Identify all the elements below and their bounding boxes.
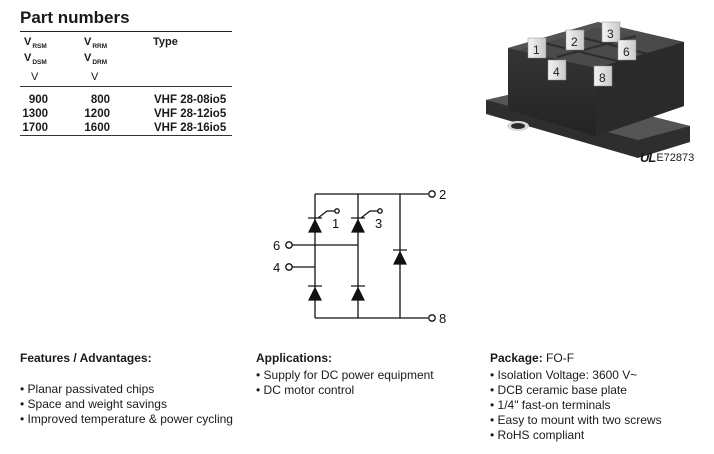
table-row: 1700 1600 VHF 28-16io5	[20, 121, 232, 135]
unit-col2: V	[91, 71, 99, 83]
cell-vrsm: 1300	[22, 108, 48, 120]
package-image: 1 2 3 4 6 8	[486, 21, 690, 158]
features-title: Features / Advantages:	[20, 351, 152, 365]
cell-vrrm: 800	[90, 94, 110, 106]
package-title: Package: FO-F	[490, 351, 575, 365]
cell-vrsm: 1700	[22, 122, 48, 134]
cell-type: VHF 28-12io5	[154, 108, 227, 120]
applications-title: Applications:	[256, 351, 333, 365]
ul-file-number: E72873	[656, 151, 695, 164]
pin-label: 4	[553, 65, 560, 79]
header-vdsm: VDSM	[24, 52, 47, 66]
list-item: • RoHS compliant	[490, 428, 585, 442]
list-item: • Easy to mount with two screws	[490, 413, 662, 427]
diode-icon	[308, 249, 407, 301]
cell-type: VHF 28-08io5	[154, 94, 227, 106]
cell-vrrm: 1600	[84, 122, 110, 134]
cell-vrsm: 900	[28, 94, 48, 106]
terminal-label: 4	[273, 260, 280, 275]
header-vrsm: VRSM	[24, 36, 47, 50]
terminal-label: 8	[439, 311, 446, 326]
header-vrrm: VRRM	[84, 36, 108, 50]
ul-certification: UL E72873	[640, 150, 694, 165]
features-list: • Planar passivated chips • Space and we…	[20, 382, 233, 427]
pin-label: 1	[533, 43, 540, 57]
table-rule-bottom	[20, 135, 232, 136]
list-item: • DC motor control	[256, 383, 355, 397]
list-item: • Planar passivated chips	[20, 382, 155, 396]
pin-label: 3	[607, 27, 614, 41]
table-rule-top	[20, 31, 232, 32]
terminal-label: 2	[439, 187, 446, 202]
list-item: • Supply for DC power equipment	[256, 368, 434, 382]
pin-label: 2	[571, 35, 578, 49]
table-row: 1300 1200 VHF 28-12io5	[20, 107, 232, 121]
terminal-label: 6	[273, 238, 280, 253]
list-item: • 1/4" fast-on terminals	[490, 398, 611, 412]
table-rule-mid	[20, 86, 232, 87]
circuit-diagram: 2 1 3 6 4 8	[273, 187, 446, 326]
list-item: • Improved temperature & power cycling	[20, 412, 233, 426]
package-value: FO-F	[546, 351, 575, 365]
cell-vrrm: 1200	[84, 108, 110, 120]
table-row: 900 800 VHF 28-08io5	[20, 93, 232, 107]
package-list: • Isolation Voltage: 3600 V~ • DCB ceram…	[490, 368, 662, 443]
pin-label: 6	[623, 45, 630, 59]
ul-logo-icon: UL	[640, 150, 656, 165]
applications-list: • Supply for DC power equipment • DC mot…	[256, 368, 434, 398]
thyristor-icon	[308, 217, 365, 233]
header-vdrm: VDRM	[84, 52, 108, 66]
pin-label: 8	[599, 71, 606, 85]
unit-col1: V	[31, 71, 39, 83]
list-item: • DCB ceramic base plate	[490, 383, 627, 397]
list-item: • Space and weight savings	[20, 397, 167, 411]
part-numbers-title: Part numbers	[20, 8, 130, 27]
cell-type: VHF 28-16io5	[154, 122, 227, 134]
terminal-label: 1	[332, 216, 339, 231]
list-item: • Isolation Voltage: 3600 V~	[490, 368, 638, 382]
terminal-label: 3	[375, 216, 382, 231]
terminal-tab-icon	[527, 21, 637, 87]
header-type: Type	[153, 36, 178, 48]
